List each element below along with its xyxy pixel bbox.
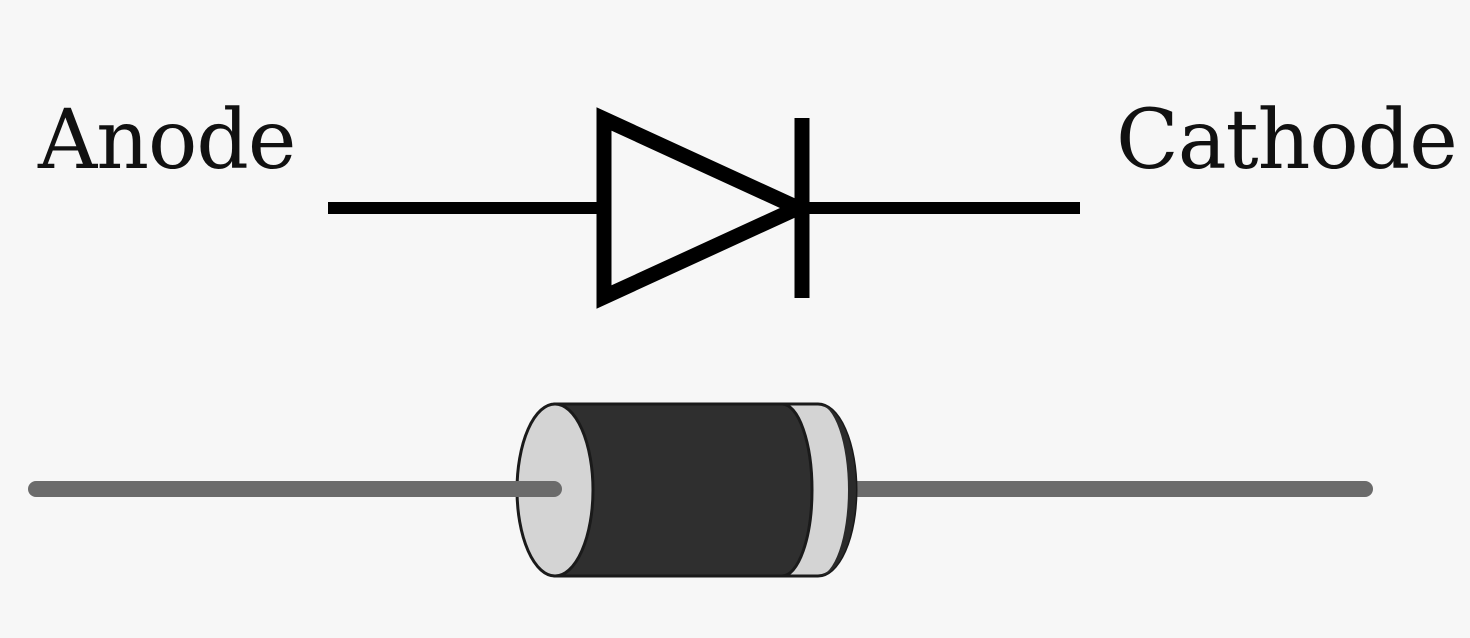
diode-body xyxy=(553,402,814,578)
axial-diode-component xyxy=(28,402,1373,578)
cathode-label: Cathode xyxy=(1116,93,1458,188)
diode-schematic-symbol xyxy=(328,107,1080,309)
cathode-band-rim xyxy=(818,404,856,576)
diode-triangle xyxy=(596,107,816,309)
anode-label: Anode xyxy=(38,93,296,188)
